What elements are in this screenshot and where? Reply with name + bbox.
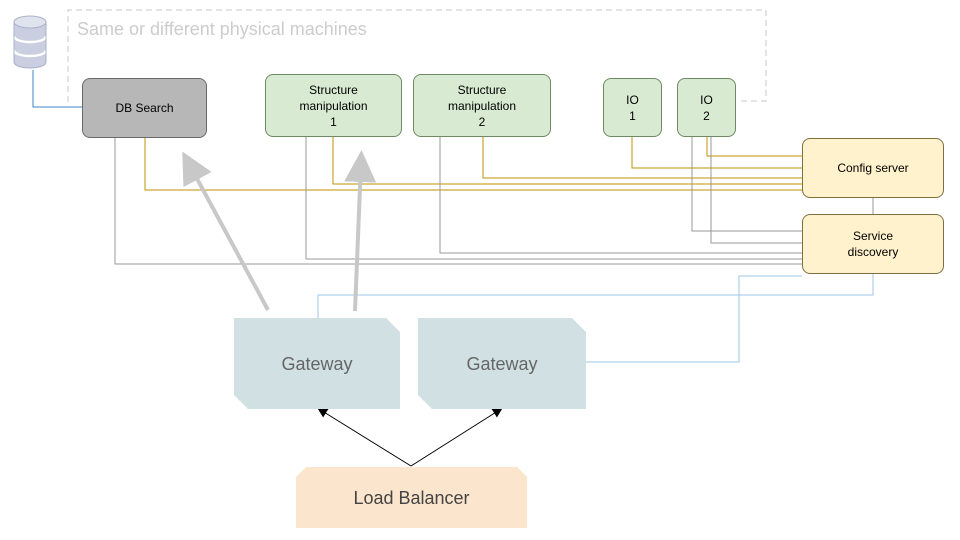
load-balancer-label: Load Balancer (353, 487, 470, 508)
db-search-node: DB Search (82, 78, 207, 138)
load-balancer-shape (296, 467, 527, 528)
arrow-lb-to-gateway-2 (410, 407, 503, 467)
discovery-link-io-2 (710, 137, 802, 244)
service-discovery-node: Service discovery (802, 214, 944, 274)
gateway-1-label: Gateway (281, 353, 353, 374)
gateway-2-shape (418, 318, 586, 409)
database-icon (12, 15, 48, 69)
config-links (144, 137, 802, 191)
gateway-1-shape (234, 318, 400, 409)
arrow-gateway-to-structure-1 (344, 150, 377, 312)
discovery-links (114, 137, 874, 265)
arrow-gateway-to-db-search (182, 151, 270, 311)
config-link-structure-1 (332, 137, 802, 185)
db-link (32, 70, 83, 108)
discovery-link-structure-2 (439, 137, 802, 254)
gateway-2-label: Gateway (466, 353, 538, 374)
discovery-link-structure-1 (305, 137, 802, 260)
gateway-discovery-links (317, 274, 874, 363)
config-link-io-2 (706, 137, 802, 157)
io-1-node: IO 1 (603, 78, 662, 137)
structure-manipulation-1-node: Structure manipulation 1 (265, 74, 402, 137)
gateway-1-discovery-link (317, 274, 874, 318)
gateway-2-discovery-link (586, 275, 802, 363)
arrow-lb-to-gateway-1 (317, 407, 412, 467)
structure-manipulation-2-node: Structure manipulation 2 (413, 74, 551, 137)
config-link-structure-2 (482, 137, 802, 179)
io-2-node: IO 2 (677, 78, 736, 137)
config-server-node: Config server (802, 138, 944, 198)
discovery-link-db (114, 137, 802, 265)
machines-group-boundary (67, 9, 767, 102)
discovery-link-io-1 (691, 137, 802, 232)
config-link-db (144, 137, 802, 191)
config-link-io-1 (631, 137, 802, 169)
machines-group-label: Same or different physical machines (77, 19, 367, 39)
